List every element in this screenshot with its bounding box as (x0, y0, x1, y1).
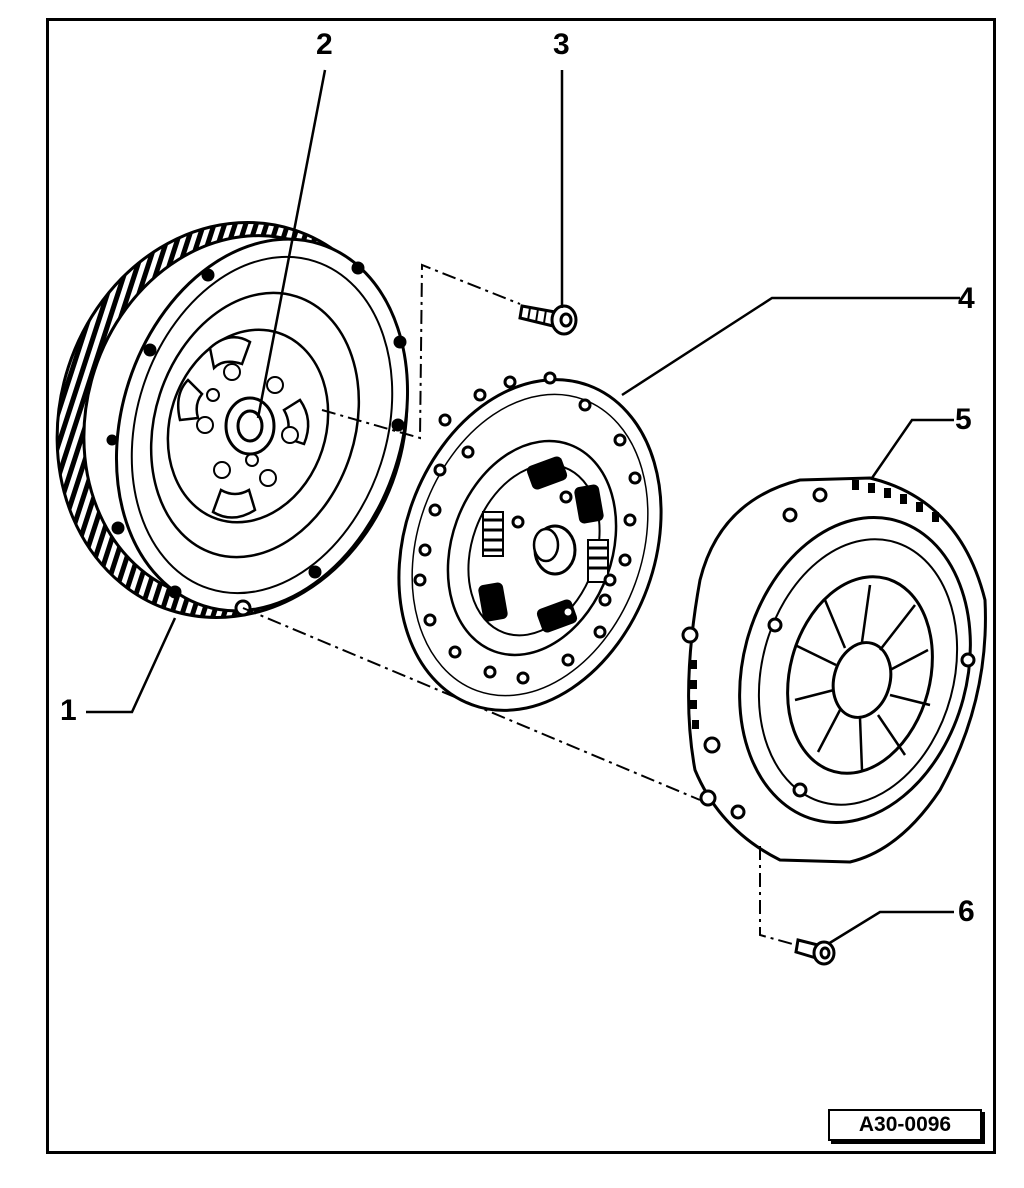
bolt-pressure-plate (794, 938, 836, 966)
flywheel (55, 221, 410, 619)
callout-3: 3 (553, 28, 570, 61)
callout-1: 1 (60, 694, 77, 727)
diagram-frame (46, 18, 996, 1154)
alignment-lines (242, 263, 797, 946)
leader-lines (86, 69, 960, 946)
clutch-disc (397, 371, 663, 712)
bolt-small (518, 304, 578, 336)
reference-code: A30-0096 (828, 1109, 982, 1141)
callout-4: 4 (958, 282, 975, 315)
pressure-plate (681, 476, 987, 864)
callout-6: 6 (958, 895, 975, 928)
callout-5: 5 (955, 403, 972, 436)
callout-2: 2 (316, 28, 333, 61)
